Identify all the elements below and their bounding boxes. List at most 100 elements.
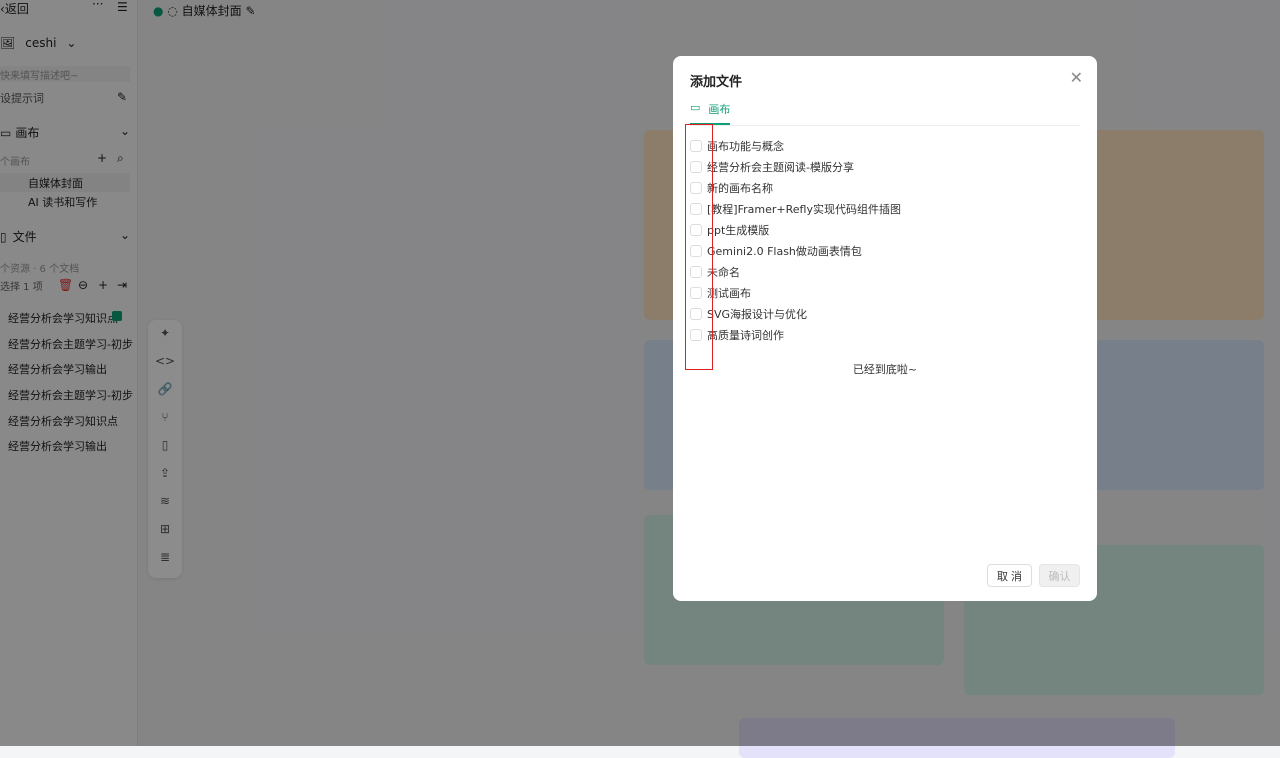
checkbox[interactable] bbox=[690, 223, 702, 236]
cancel-button[interactable]: 取 消 bbox=[987, 564, 1032, 587]
list-item[interactable]: 测试画布 bbox=[690, 283, 901, 304]
checkbox[interactable] bbox=[690, 245, 702, 258]
title-text: 自媒体封面 bbox=[181, 4, 242, 18]
highlight-annotation bbox=[685, 124, 713, 370]
checkbox[interactable] bbox=[690, 266, 702, 279]
description-input[interactable]: 快来填写描述吧~ bbox=[0, 66, 130, 82]
sparkle-icon[interactable]: ✦ bbox=[159, 326, 171, 340]
item-label: 画布功能与概念 bbox=[707, 139, 784, 153]
canvas-label: 自媒体封面 bbox=[28, 176, 83, 190]
doc-label: 经营分析会主题学习-初步 bbox=[8, 389, 133, 403]
item-label: 未命名 bbox=[707, 266, 740, 280]
checkbox-checked[interactable] bbox=[112, 311, 122, 321]
image-icon: 🖼 bbox=[0, 36, 16, 50]
checkbox[interactable] bbox=[690, 139, 702, 152]
code-icon[interactable]: <> bbox=[154, 354, 176, 368]
item-label: ppt生成模版 bbox=[707, 223, 770, 237]
trash-icon[interactable]: 🗑 bbox=[58, 278, 74, 292]
doc-label: 经营分析会学习输出 bbox=[8, 440, 107, 454]
branch-icon[interactable]: ⑂ bbox=[161, 410, 169, 424]
list-item[interactable]: Gemini2.0 Flash做动画表情包 bbox=[690, 240, 901, 261]
close-icon[interactable]: ✕ bbox=[1069, 68, 1083, 87]
upload-icon[interactable]: ⇪ bbox=[159, 466, 171, 480]
section-label: 画布 bbox=[15, 126, 40, 140]
checkbox[interactable] bbox=[690, 329, 702, 342]
doc-item[interactable]: 经营分析会主题学习-初步 bbox=[8, 387, 133, 413]
back-button[interactable]: ‹ 返回 bbox=[0, 0, 29, 17]
canvas-item[interactable]: AI 读书和写作 bbox=[0, 194, 97, 210]
export-icon[interactable]: ⇥ bbox=[117, 278, 128, 292]
item-label: 高质量诗词创作 bbox=[707, 329, 784, 343]
document-icon[interactable]: ▯ bbox=[161, 438, 169, 452]
checkbox[interactable] bbox=[690, 160, 702, 173]
edit-icon[interactable]: ✎ bbox=[117, 90, 128, 104]
chevron-down-icon: ⌄ bbox=[66, 36, 77, 50]
project-name: ceshi bbox=[25, 36, 57, 50]
canvas-toolbar: ✦ <> 🔗 ⑂ ▯ ⇪ ≋ ⊞ ≣ bbox=[148, 320, 182, 578]
doc-label: 经营分析会学习知识点 bbox=[8, 312, 118, 325]
confirm-button[interactable]: 确认 bbox=[1039, 564, 1080, 587]
file-icon: ▯ bbox=[0, 229, 7, 244]
chevron-down-icon[interactable]: ⌄ bbox=[120, 228, 131, 242]
status-dot-icon: ● bbox=[153, 3, 164, 18]
canvas-title: ● ◌ 自媒体封面 ✎ bbox=[153, 3, 256, 19]
checkbox[interactable] bbox=[690, 308, 702, 321]
checkbox[interactable] bbox=[690, 181, 702, 194]
sidebar: ‹ 返回 ··· ☰ 🖼 ceshi ⌄ 快来填写描述吧~ 设提示词 ✎ ▭画布 ⌄… bbox=[0, 0, 138, 746]
chevron-down-icon[interactable]: ⌄ bbox=[120, 124, 131, 138]
doc-item[interactable]: 经营分析会学习输出 bbox=[8, 361, 133, 387]
list-item[interactable]: 画布功能与概念 bbox=[690, 135, 901, 156]
item-label: Gemini2.0 Flash做动画表情包 bbox=[707, 245, 862, 259]
add-icon[interactable]: + bbox=[97, 151, 108, 165]
more-icon[interactable]: ··· bbox=[92, 0, 104, 11]
back-icon: ‹ bbox=[0, 1, 5, 16]
minus-circle-icon[interactable]: ⊖ bbox=[78, 278, 89, 292]
doc-item[interactable]: 经营分析会学习输出 bbox=[8, 438, 133, 464]
item-label: [教程]Framer+Refly实现代码组件插图 bbox=[707, 202, 901, 216]
canvas-count: 个画布 bbox=[0, 157, 30, 168]
back-label: 返回 bbox=[4, 2, 29, 16]
list-item[interactable]: 未命名 bbox=[690, 262, 901, 283]
note-icon[interactable]: ≣ bbox=[159, 550, 171, 564]
tab-canvas[interactable]: ▭ 画布 bbox=[690, 101, 731, 125]
list-item[interactable]: 经营分析会主题阅读-模版分享 bbox=[690, 156, 901, 177]
monitor-icon: ▭ bbox=[0, 125, 12, 140]
add-icon[interactable]: + bbox=[98, 278, 109, 292]
files-count: 个资源 · 6 个文档 bbox=[0, 264, 80, 275]
tab-label: 画布 bbox=[708, 103, 731, 116]
doc-label: 经营分析会主题学习-初步 bbox=[8, 337, 133, 351]
prompt-setting[interactable]: 设提示词 bbox=[0, 92, 44, 105]
files-section[interactable]: ▯ 文件 bbox=[0, 228, 37, 245]
item-label: 新的画布名称 bbox=[707, 181, 773, 195]
edit-icon[interactable]: ✎ bbox=[245, 3, 256, 18]
doc-label: 经营分析会学习输出 bbox=[8, 363, 107, 377]
canvas-list: 画布功能与概念 经营分析会主题阅读-模版分享 新的画布名称 [教程]Framer… bbox=[690, 135, 901, 346]
checkbox[interactable] bbox=[690, 202, 702, 215]
list-item[interactable]: ppt生成模版 bbox=[690, 219, 901, 240]
item-label: 测试画布 bbox=[707, 287, 751, 301]
search-icon[interactable]: ⌕ bbox=[117, 151, 124, 165]
doc-item[interactable]: 经营分析会学习知识点 bbox=[8, 413, 133, 439]
add-file-icon[interactable]: ⊞ bbox=[159, 522, 171, 536]
project-switcher[interactable]: 🖼 ceshi ⌄ bbox=[0, 36, 76, 50]
list-item[interactable]: SVG海报设计与优化 bbox=[690, 304, 901, 325]
canvas-label: AI 读书和写作 bbox=[28, 196, 98, 209]
end-of-list-text: 已经到底啦~ bbox=[852, 363, 918, 376]
canvas-section[interactable]: ▭画布 bbox=[0, 124, 39, 141]
layers-icon[interactable]: ≋ bbox=[159, 494, 171, 508]
list-item[interactable]: [教程]Framer+Refly实现代码组件插图 bbox=[690, 198, 901, 219]
doc-item[interactable]: 经营分析会学习知识点 bbox=[8, 310, 133, 336]
doc-item[interactable]: 经营分析会主题学习-初步 bbox=[8, 336, 133, 362]
section-label: 文件 bbox=[12, 230, 37, 244]
dialog-title: 添加文件 bbox=[690, 75, 743, 90]
list-item[interactable]: 新的画布名称 bbox=[690, 177, 901, 198]
canvas-item[interactable]: 自媒体封面 bbox=[0, 173, 130, 192]
divider bbox=[690, 125, 1080, 126]
checkbox[interactable] bbox=[690, 287, 702, 300]
selection-count: 选择 1 项 bbox=[0, 282, 43, 293]
list-item[interactable]: 高质量诗词创作 bbox=[690, 325, 901, 346]
item-label: 经营分析会主题阅读-模版分享 bbox=[707, 160, 854, 174]
collapse-icon[interactable]: ☰ bbox=[117, 0, 128, 14]
monitor-icon: ▭ bbox=[690, 101, 701, 114]
link-icon[interactable]: 🔗 bbox=[157, 382, 173, 396]
